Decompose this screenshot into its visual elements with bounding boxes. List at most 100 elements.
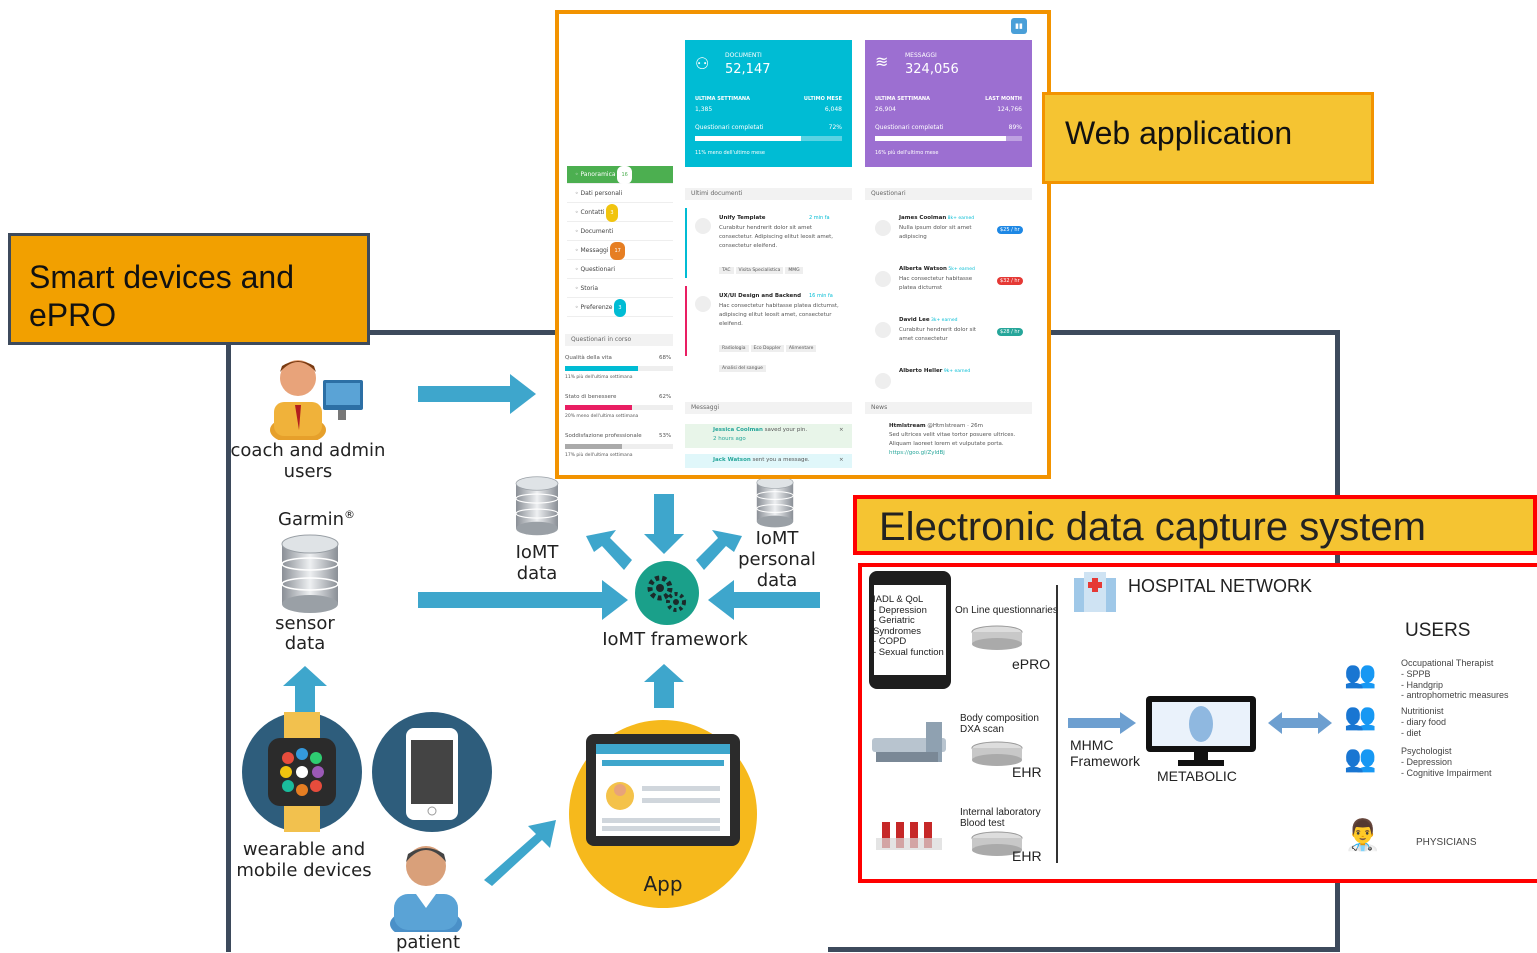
sidebar-item[interactable]: ◦ Dati personali (567, 185, 673, 203)
message-name: Jessica Coolman (713, 427, 763, 433)
messages-month-label: LAST MONTH (985, 96, 1022, 102)
doc-tag: Radiologia (719, 345, 749, 352)
sidebar-item[interactable]: ◦ Messaggi 17 (567, 242, 673, 260)
documents-week-value: 1,385 (695, 106, 713, 113)
ot-line: Occupational Therapist (1401, 658, 1494, 668)
quest-name-text: James Coolman (899, 215, 947, 221)
quest-name: Alberta Watson 5k+ earned (899, 265, 975, 274)
edc-title: Electronic data capture system (879, 505, 1426, 549)
doc-tag: Analisi del sangue (719, 365, 766, 372)
docs-header: Ultimi documenti (685, 188, 852, 200)
arrow-patient-to-app (484, 820, 556, 886)
frame-bottom (828, 947, 1338, 952)
documents-progress-pct: 72% (828, 124, 842, 131)
frame-top-right (1045, 330, 1340, 335)
in-corso-note: 20% meno dell'ultima settimana (565, 414, 639, 419)
doc-avatar (695, 218, 711, 234)
psych-text: Psychologist- Depression- Cognitive Impa… (1401, 746, 1492, 778)
documents-week-label: ULTIMA SETTIMANA (695, 96, 750, 102)
sensor-database-icon (281, 534, 339, 613)
in-corso-note: 11% più dell'ultima settimana (565, 375, 633, 380)
quest-name: David Lee 3k+ earned (899, 316, 957, 325)
doc-tag: Visita Specialistica (735, 267, 784, 274)
quest-name-text: Alberto Heller (899, 368, 943, 374)
smart-devices-text: Smart devices and ePRO (29, 259, 295, 333)
documents-progress-track (695, 136, 842, 141)
sidebar-item[interactable]: ◦ Panoramica 16 (567, 166, 673, 184)
sidebar-item-label: ◦ Dati personali (575, 190, 623, 197)
message-time: 2 hours ago (713, 436, 746, 442)
sidebar-item-label: ◦ Messaggi (575, 247, 611, 254)
sidebar-item-label: ◦ Documenti (575, 228, 614, 235)
in-corso-pct: 62% (659, 394, 672, 400)
users-heading: USERS (1405, 620, 1471, 641)
doc-title: Unify Template (719, 215, 766, 221)
message-row (685, 424, 852, 448)
gears-icon (635, 561, 699, 625)
ot-line: - antrophometric measures (1401, 690, 1509, 701)
msg-header: Messaggi (685, 402, 852, 414)
quest-name-text: David Lee (899, 317, 930, 323)
hospital-network-label: HOSPITAL NETWORK (1128, 576, 1313, 596)
quest-rate: $28 / hr (997, 328, 1023, 336)
sidebar-item-label: ◦ Storia (575, 285, 599, 292)
tablet-lines-line: - Depression (873, 604, 927, 616)
documents-month-value: 6,048 (824, 106, 842, 113)
online-questionnaries: On Line questionnaries (955, 605, 1058, 616)
quest-avatar (875, 322, 891, 338)
arrow-to-iomt-data (586, 530, 632, 570)
patient-label: patient (395, 932, 461, 953)
quest-earned: 8k+ earned (946, 216, 975, 221)
arrow-to-metabolic (1068, 712, 1136, 734)
web-app-screenshot: ▮▮ ⚇ DOCUMENTI 52,147 ULTIMA SETTIMANA 1… (555, 10, 1051, 479)
in-corso-track (565, 405, 673, 410)
iomt-database-icon (515, 476, 559, 536)
message-text: Jack Watson sent you a message. (713, 456, 810, 465)
hospital-icon (1074, 572, 1116, 612)
arrow-web-down (644, 494, 684, 554)
quest-name: Alberto Heller 9k+ earned (899, 367, 970, 376)
quest-name: James Coolman 8k+ earned (899, 214, 974, 223)
layers-icon: ≋ (875, 52, 889, 71)
frame-left (226, 338, 231, 952)
sidebar-item[interactable]: ◦ Questionari (567, 261, 673, 279)
quest-earned: 5k+ earned (946, 267, 975, 272)
metabolic-label: METABOLIC (1157, 768, 1237, 784)
ot-line: - Handgrip (1401, 679, 1444, 690)
message-text: Jessica Coolman saved your pin. (713, 426, 807, 435)
quest-name-text: Alberta Watson (899, 266, 947, 272)
sidebar-item-label: ◦ Preferenze (575, 304, 615, 311)
sidebar-badge: 17 (610, 242, 625, 260)
doc-accent (685, 286, 687, 356)
messages-progress-fill (875, 136, 1006, 141)
sidebar-item[interactable]: ◦ Storia (567, 280, 673, 298)
tablet-lines-line: - Geriatric (873, 615, 915, 626)
quest-avatar (875, 373, 891, 389)
psych-line: - Cognitive Impairment (1401, 767, 1492, 778)
ehr-label-1: EHR (1012, 764, 1042, 780)
garmin-label: Garmin® (278, 508, 356, 530)
physicians-icon: 👨‍⚕️ (1344, 818, 1382, 853)
in-corso-pct: 53% (659, 433, 672, 439)
wearable-label: wearable and mobile devices (236, 839, 372, 881)
quest-avatar (875, 271, 891, 287)
app-label: App (643, 872, 683, 896)
sidebar-item[interactable]: ◦ Contatti 3 (567, 204, 673, 222)
doc-accent (685, 208, 687, 278)
doc-tag: TAC (719, 267, 734, 274)
iomt-framework-label: IoMT framework (602, 629, 748, 650)
web-app-label: Web application (1042, 92, 1374, 184)
in-corso-fill (565, 444, 623, 449)
sensor-data-label: sensor data (275, 613, 335, 654)
iomt-data-label: IoMT data (515, 542, 559, 584)
message-row (685, 454, 852, 468)
tablet-lines-line: IADL & QoL (873, 594, 924, 605)
doc-tag: MMG (785, 267, 803, 274)
iomt-personal-database-icon (756, 476, 794, 528)
ot-user-icon: 👥 (1344, 660, 1377, 690)
sidebar-item[interactable]: ◦ Preferenze 3 (567, 299, 673, 317)
ehr-server-icon (971, 741, 1023, 766)
sidebar-item[interactable]: ◦ Documenti (567, 223, 673, 241)
app-logo-icon: ▮▮ (1011, 18, 1027, 34)
